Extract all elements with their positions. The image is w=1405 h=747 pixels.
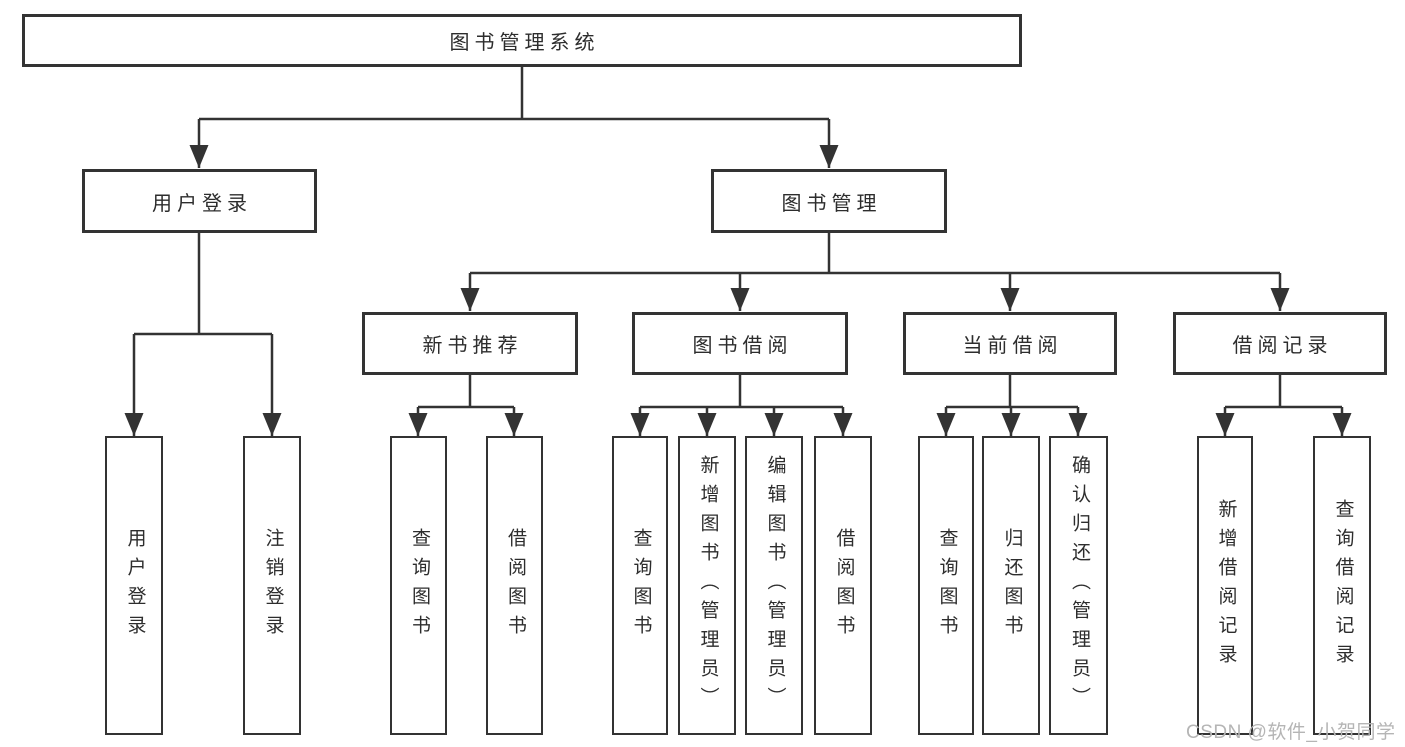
leaf-confirm-return-admin: 确认归还（管理员） (1049, 436, 1108, 735)
csdn-watermark: CSDN @软件_小贺同学 (1186, 722, 1396, 743)
node-user-login: 用户登录 (82, 169, 317, 233)
leaf-logout: 注销登录 (243, 436, 301, 735)
arrow-drops (124, 119, 1352, 436)
node-current-borrow-label: 当前借阅 (962, 335, 1063, 357)
node-root: 图书管理系统 (22, 14, 1022, 67)
node-book-borrow: 图书借阅 (632, 312, 848, 375)
branch-rails (134, 67, 1342, 409)
leaf-current-query-books: 查询图书 (918, 436, 974, 735)
node-root-label: 图书管理系统 (449, 32, 600, 54)
node-current-borrow: 当前借阅 (903, 312, 1117, 375)
node-book-borrow-label: 图书借阅 (692, 335, 793, 357)
node-new-book-recommend: 新书推荐 (362, 312, 578, 375)
node-new-book-recommend-label: 新书推荐 (422, 335, 523, 357)
leaf-user-login: 用户登录 (105, 436, 163, 735)
leaf-borrow-borrow-books: 借阅图书 (814, 436, 872, 735)
node-book-management-label: 图书管理 (781, 192, 882, 215)
node-user-login-label: 用户登录 (152, 192, 252, 215)
leaf-edit-book-admin: 编辑图书（管理员） (745, 436, 803, 735)
leaf-recommend-borrow-books: 借阅图书 (486, 436, 543, 735)
leaf-add-borrow-record: 新增借阅记录 (1197, 436, 1253, 735)
node-book-management: 图书管理 (711, 169, 947, 233)
leaf-recommend-query-books: 查询图书 (390, 436, 447, 735)
node-borrow-records-label: 借阅记录 (1232, 335, 1333, 357)
leaf-add-book-admin: 新增图书（管理员） (678, 436, 736, 735)
leaf-return-books: 归还图书 (982, 436, 1040, 735)
leaf-query-borrow-record: 查询借阅记录 (1313, 436, 1371, 735)
node-borrow-records: 借阅记录 (1173, 312, 1387, 375)
leaf-borrow-query-books: 查询图书 (612, 436, 668, 735)
